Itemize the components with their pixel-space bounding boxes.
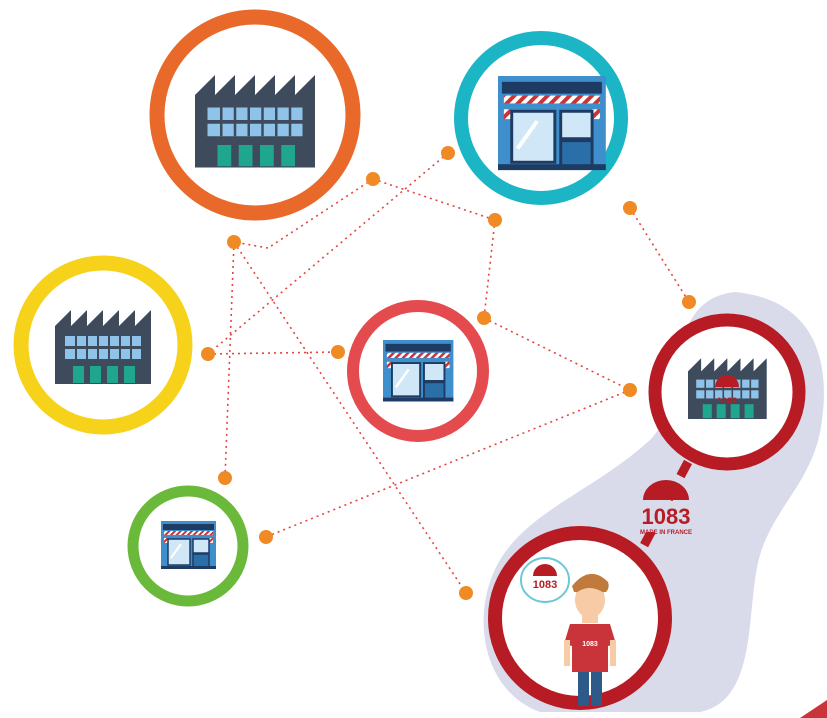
node-shop-top <box>454 31 628 205</box>
brand-connector <box>636 459 692 556</box>
shirt-brand-name: 1083 <box>582 641 598 648</box>
node-customer <box>488 526 672 710</box>
corner-accent <box>800 700 827 718</box>
connector-lines <box>207 152 690 594</box>
customer-person-icon <box>564 573 616 706</box>
bubble-brand-name: 1083 <box>533 579 557 591</box>
brand-tagline: MADE IN FRANCE <box>640 530 692 536</box>
brand-name: 1083 <box>642 504 691 529</box>
factory-brand-name: 1083 <box>717 396 737 406</box>
brand-badge <box>638 480 694 532</box>
node-shop-middle <box>347 300 489 442</box>
node-factory-left <box>13 255 193 435</box>
speech-bubble <box>520 557 570 603</box>
node-factory-1083 <box>648 313 806 471</box>
node-shop-small <box>127 485 249 607</box>
node-factory-top <box>149 9 361 221</box>
